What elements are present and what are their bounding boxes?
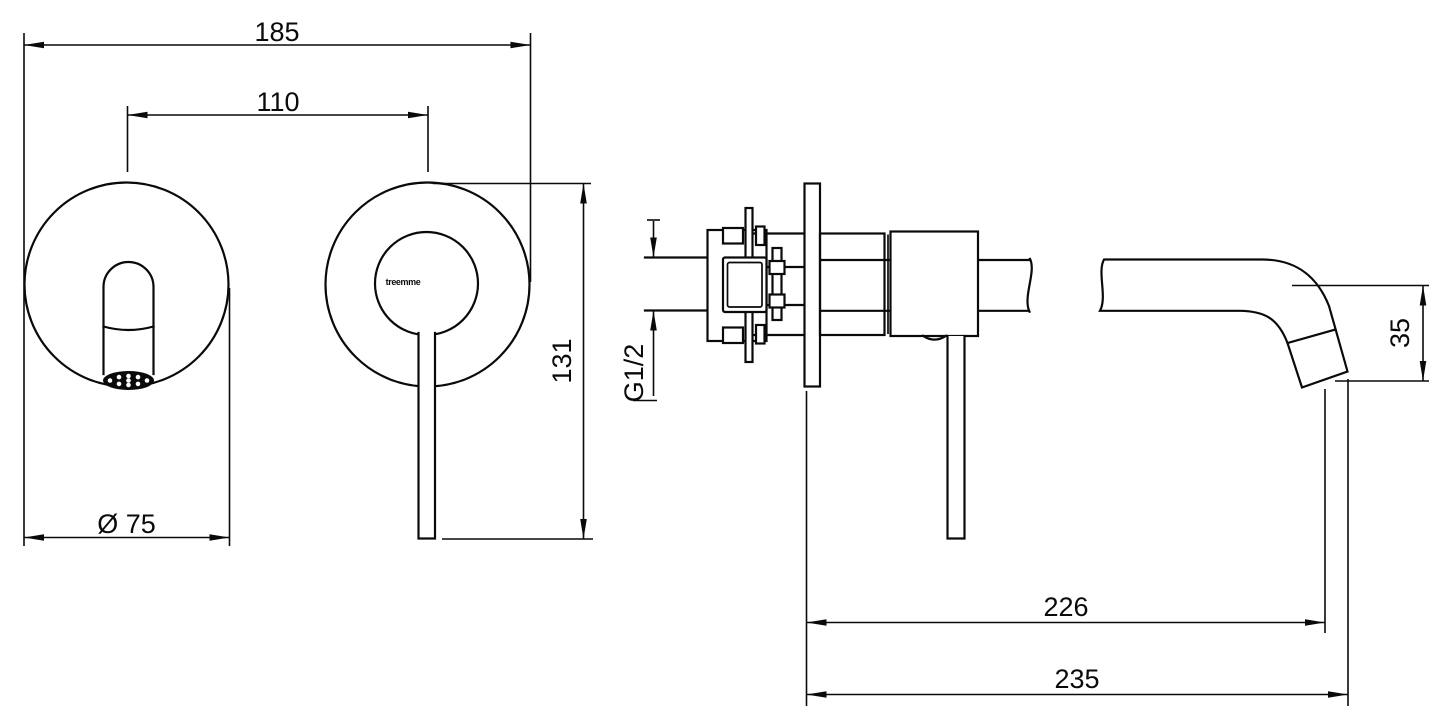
dim-diameter-75: Ø 75: [24, 509, 230, 541]
handle-collar: [889, 230, 980, 338]
side-view-mixer-valve: [643, 182, 1033, 540]
dim-35: 35: [1385, 285, 1427, 381]
rod-nut-top: [768, 259, 786, 276]
mounting-screw-top: [721, 226, 745, 245]
mounting-screw-bottom: [721, 326, 745, 345]
dim-110: 110: [127, 87, 428, 119]
aerator-band-line: [1286, 328, 1337, 345]
valve-cartridge-housing: [721, 256, 768, 314]
body-sleeve: [818, 232, 886, 337]
rod-nut-bottom: [768, 293, 786, 309]
dim-label-110: 110: [256, 87, 299, 117]
dim-g12: G1/2: [619, 219, 660, 403]
spout-side-body: [1098, 258, 1349, 389]
front-view-mixer-escutcheon: treemme: [324, 181, 531, 540]
spout-joint-line: [102, 325, 155, 332]
pipe-break-line: [1026, 257, 1033, 314]
side-view-spout: [1098, 258, 1349, 389]
mixer-handle-lever-front: [417, 331, 437, 540]
dim-label-185: 185: [254, 17, 299, 47]
dim-label-131: 131: [547, 338, 577, 383]
aerator-face: [103, 371, 154, 390]
dim-235: 235: [806, 664, 1348, 698]
dim-226: 226: [806, 592, 1325, 626]
wall-plate: [803, 182, 822, 388]
dim-131: 131: [547, 183, 587, 539]
dim-label-g12: G1/2: [619, 344, 649, 403]
dim-label-226: 226: [1043, 592, 1088, 622]
handle-pivot-arc: [921, 334, 948, 341]
brand-logo: treemme: [386, 277, 421, 287]
dim-185: 185: [24, 17, 531, 49]
front-view-spout-escutcheon: [23, 181, 230, 390]
dimension-annotations: 185 110 Ø 75 131 G1/2 35: [23, 17, 1429, 706]
dim-label-35: 35: [1385, 318, 1415, 348]
mixer-handle-lever-side: [946, 334, 966, 540]
dim-label-235: 235: [1054, 664, 1099, 694]
dim-label-diameter-75: Ø 75: [97, 509, 156, 539]
spout-front-body: [102, 260, 155, 376]
threaded-rod: [771, 246, 783, 322]
